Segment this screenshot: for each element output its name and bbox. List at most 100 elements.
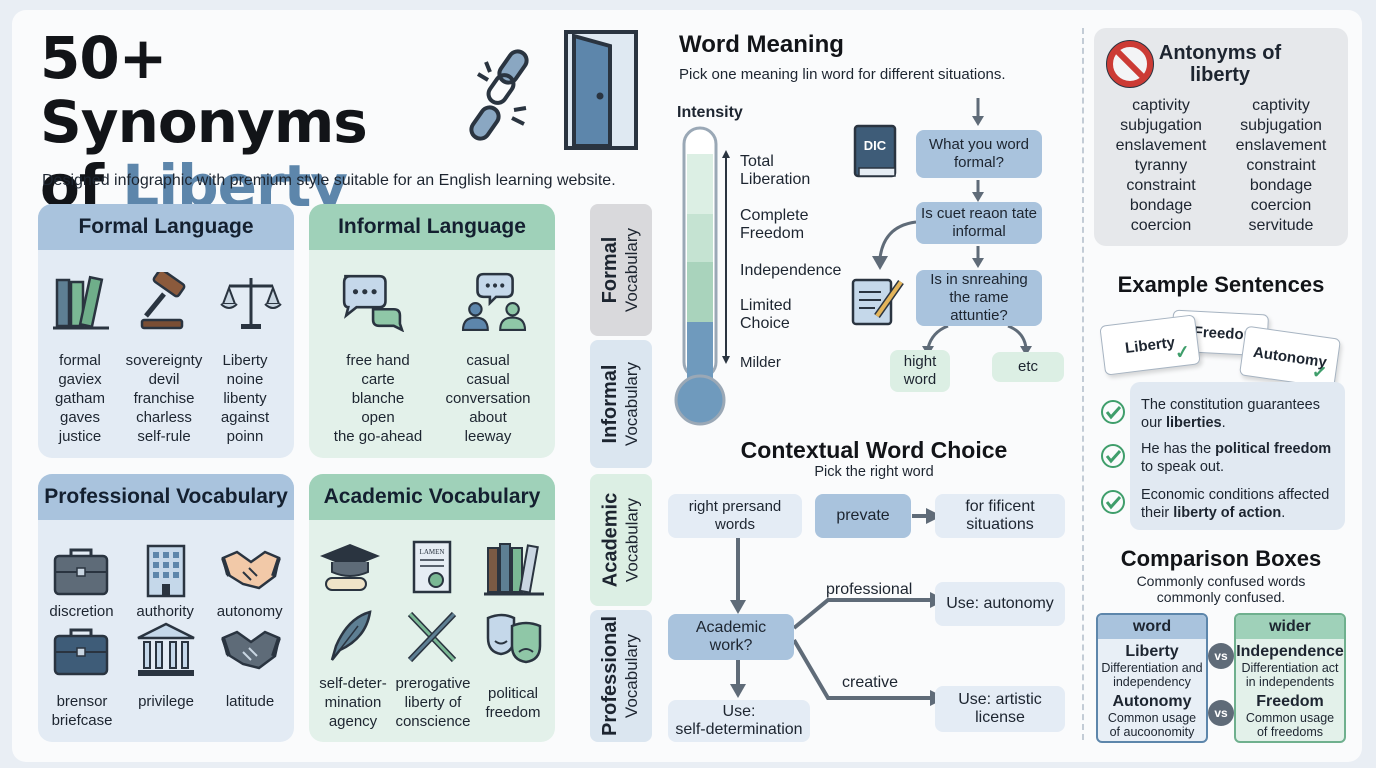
example-sentence-2: He has the political freedom to speak ou… [1141,441,1332,475]
example-sentences-title: Example Sentences [1117,272,1325,297]
contextual-title: Contextual Word Choice [740,437,1008,463]
check-circle-icon [1101,490,1125,514]
office-building-icon [146,544,186,598]
dictionary-label: DIC [864,138,887,153]
certificate-label: LAMEN [420,548,445,556]
chat-bubbles-icon [342,274,404,332]
professional-word-3: latitude [225,693,275,710]
comparison-word: Autonomy [1112,693,1192,710]
graduation-cap-icon [320,544,380,591]
academic-vocabulary-card: Academic Vocabulary LAMEN self-deter-min… [309,474,555,742]
check-icon: ✓ [1310,361,1329,384]
card-title: Formal Language [38,204,294,250]
intensity-label: Intensity [677,104,743,121]
card-title: Professional Vocabulary [38,474,294,520]
institution-icon [137,622,195,676]
gavel-icon [140,272,186,330]
word-meaning-flow-arrows [872,98,1032,356]
theater-masks-icon [486,613,542,664]
context-box-prevate: prevate [815,494,911,538]
example-sentence-1: The constitution guarantees our libertie… [1141,397,1320,431]
check-circle-icon [1101,444,1125,468]
word-meaning-subtitle: Pick one meaning lin word for different … [679,66,1006,83]
professional-word-2: privilege [138,693,194,710]
section-divider [1082,28,1084,740]
contextual-flow-arrows [730,508,946,706]
dictionary-icon: DIC [853,124,897,178]
briefcase-icon [53,548,108,596]
subtitle: Designed infographic with premium style … [42,172,616,189]
card-title: Informal Language [309,204,555,250]
thermometer-icon [674,126,730,426]
prohibited-icon [1106,40,1154,88]
broken-chain-icon [469,49,529,141]
example-sentence-3: Economic conditions affected their liber… [1141,487,1330,521]
context-use-autonomy: Use: autonomy [935,582,1065,626]
books-icon [484,543,544,596]
comparison-word: Liberty [1125,643,1179,660]
scales-icon [220,278,283,329]
vs-badge: vs [1208,643,1234,669]
title-line-1: 50+ Synonyms [40,24,368,156]
intensity-level-milder: Milder [740,354,781,371]
pen-brush-crossed-icon [407,611,457,663]
context-use-self-determination: Use:self-determination [668,700,810,742]
check-circle-icon [1101,400,1125,424]
comparison-title: Comparison Boxes [1120,546,1322,571]
vs-badge: vs [1208,700,1234,726]
handshake-icon [221,550,282,590]
quill-icon [330,610,372,661]
comparison-header: word [1098,615,1206,639]
comparison-header: wider [1236,615,1344,639]
context-label-creative: creative [842,674,899,691]
contextual-subtitle: Pick the right word [814,464,934,480]
books-icon [52,275,109,330]
flow-answer-etc: etc [992,352,1064,382]
comparison-word: Independence [1236,643,1344,660]
people-chat-icon [461,272,526,331]
comparison-word: Freedom [1256,693,1324,710]
intensity-level-independence: Independence [740,262,842,279]
word-meaning-title: Word Meaning [679,31,844,58]
context-label-professional: professional [826,581,913,598]
example-sentences-box: The constitution guarantees our libertie… [1130,382,1345,530]
handshake-icon [221,630,282,670]
